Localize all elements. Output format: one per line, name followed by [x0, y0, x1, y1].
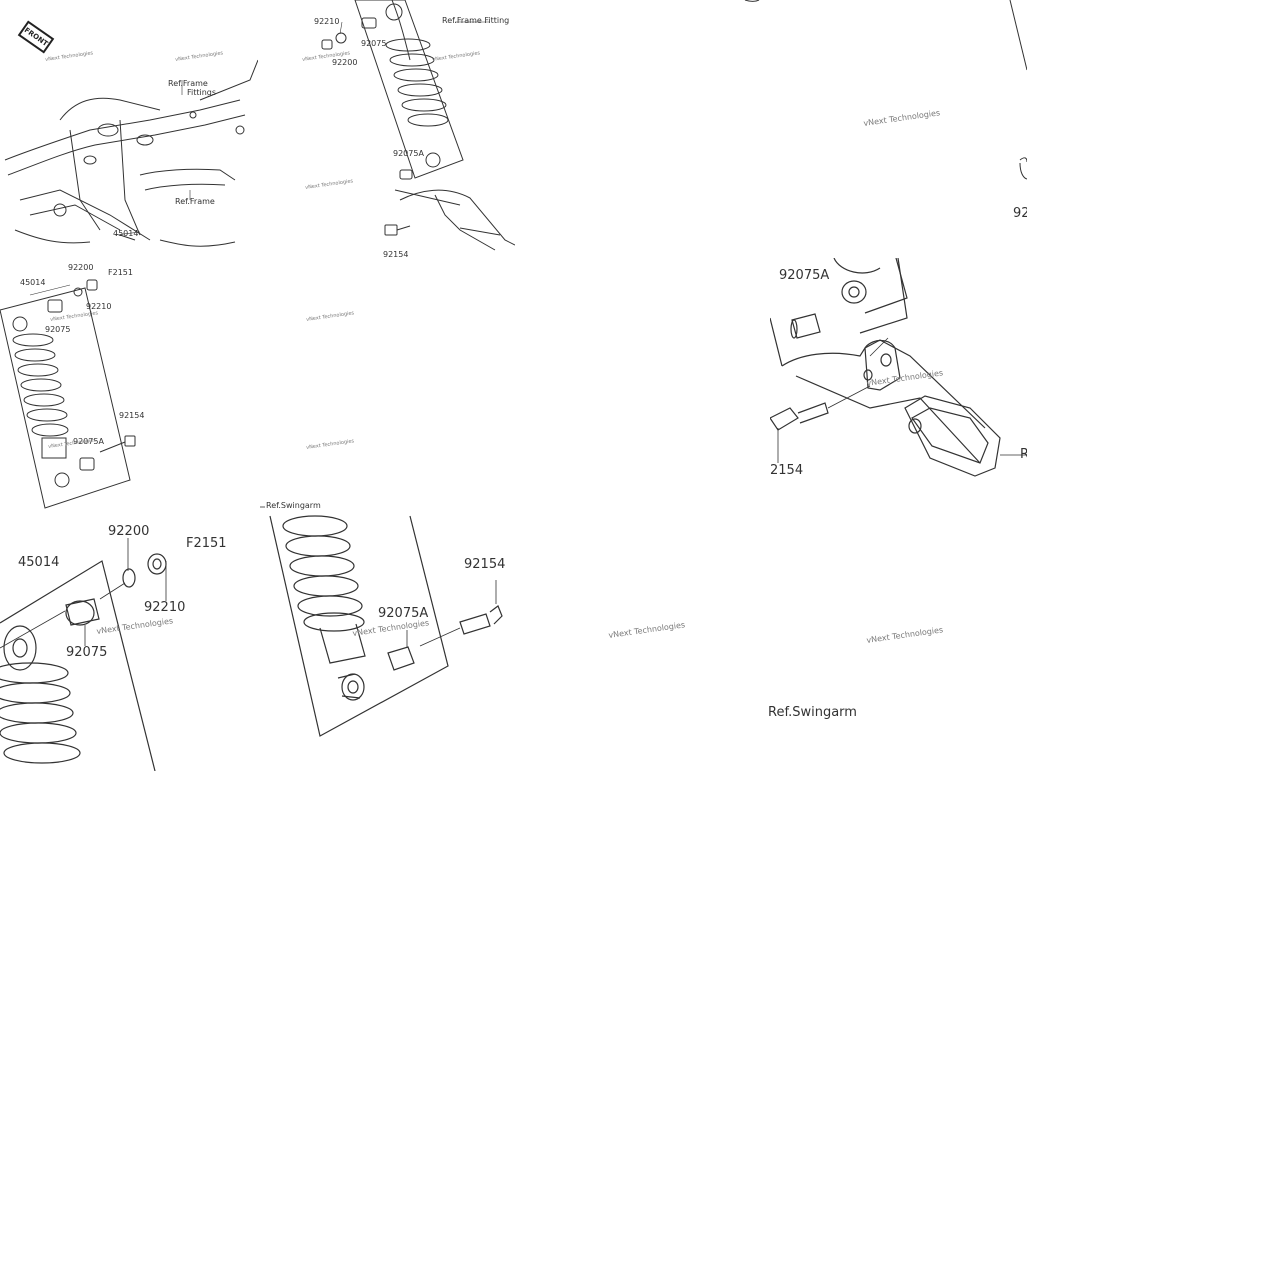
ref-frame-fittings-label-2: Fittings	[187, 88, 217, 97]
part-label-92200: 92200	[332, 58, 358, 67]
part-label-45014: 45014	[18, 555, 60, 570]
part-label-92154: 92154	[464, 557, 506, 572]
tile-top-right-crop: 92154 92 vNext Technologies	[515, 0, 1027, 250]
shock-bottom-zoom-drawing	[260, 506, 503, 737]
part-label-92075A: 92075A	[779, 268, 830, 283]
part-label-92200: 92200	[108, 524, 150, 539]
tile-blank-watermark: vNext Technologies vNext Technologies	[260, 260, 515, 510]
watermark: vNext Technologies	[865, 625, 944, 645]
ref-frame-fittings-label-1: Ref.Frame	[168, 79, 208, 88]
part-label-92075A: 92075A	[73, 437, 104, 446]
part-label-92210: 92210	[144, 600, 186, 615]
shock-top-drawing	[321, 0, 515, 251]
part-label-F2151: F2151	[186, 536, 227, 551]
cropped-part-label: 92154	[640, 0, 665, 2]
top-right-drawing	[744, 0, 1027, 180]
tile-frame-overview: FRONT Ref.Frame Fittings Ref.Frame 45014…	[0, 0, 258, 258]
watermark: vNext Technologies	[305, 438, 355, 451]
part-label-92210: 92210	[314, 17, 340, 26]
part-label-92210: 92210	[86, 302, 112, 311]
part-label-92075A: 92075A	[393, 149, 424, 158]
cropped-part-label: 2154	[770, 463, 804, 478]
watermark: vNext Technologies	[305, 310, 355, 323]
tile-shock-side: 45014 92200 F2151 92210 92075 92154 9207…	[0, 260, 258, 510]
frame-drawing	[4, 59, 258, 247]
part-label-92075: 92075	[66, 645, 108, 660]
ref-swingarm-label: Ref.Swingarm	[768, 705, 857, 720]
shock-side-drawing	[0, 279, 136, 509]
watermark: vNext Technologies	[607, 620, 686, 640]
tile-bottom-right: vNext Technologies vNext Technologies Re…	[515, 515, 1027, 775]
tile-shock-bottom-zoom: Ref.Swingarm 92154 92075A vNext Technolo…	[260, 498, 515, 756]
part-label-92200: 92200	[68, 263, 94, 272]
ref-frame-fitting-label: Ref.Frame Fitting	[442, 16, 510, 25]
cropped-part-label: 92	[1013, 206, 1027, 221]
part-label-92154: 92154	[383, 250, 409, 259]
ref-swingarm-label: Ref.Swingarm	[266, 501, 321, 510]
bracket-zoom-drawing	[770, 258, 1027, 477]
tile-shock-top: 92210 92200 92075 92075A Ref.Frame Fitti…	[260, 0, 515, 258]
part-label-92154: 92154	[119, 411, 145, 420]
part-label-92075A: 92075A	[378, 606, 429, 621]
part-label-45014: 45014	[113, 229, 139, 238]
shock-top-zoom-drawing	[0, 538, 167, 771]
part-label-92075: 92075	[45, 325, 71, 334]
tile-shock-top-zoom: 45014 92200 F2151 92210 92075 vNext Tech…	[0, 513, 258, 771]
tile-bracket-zoom: 92075A 2154 R vNext Technologies	[770, 258, 1027, 515]
part-label-F2151: F2151	[108, 268, 133, 277]
cropped-ref-label: R	[1020, 447, 1027, 462]
ref-frame-label: Ref.Frame	[175, 197, 215, 206]
part-label-45014: 45014	[20, 278, 46, 287]
part-label-92075: 92075	[361, 39, 387, 48]
